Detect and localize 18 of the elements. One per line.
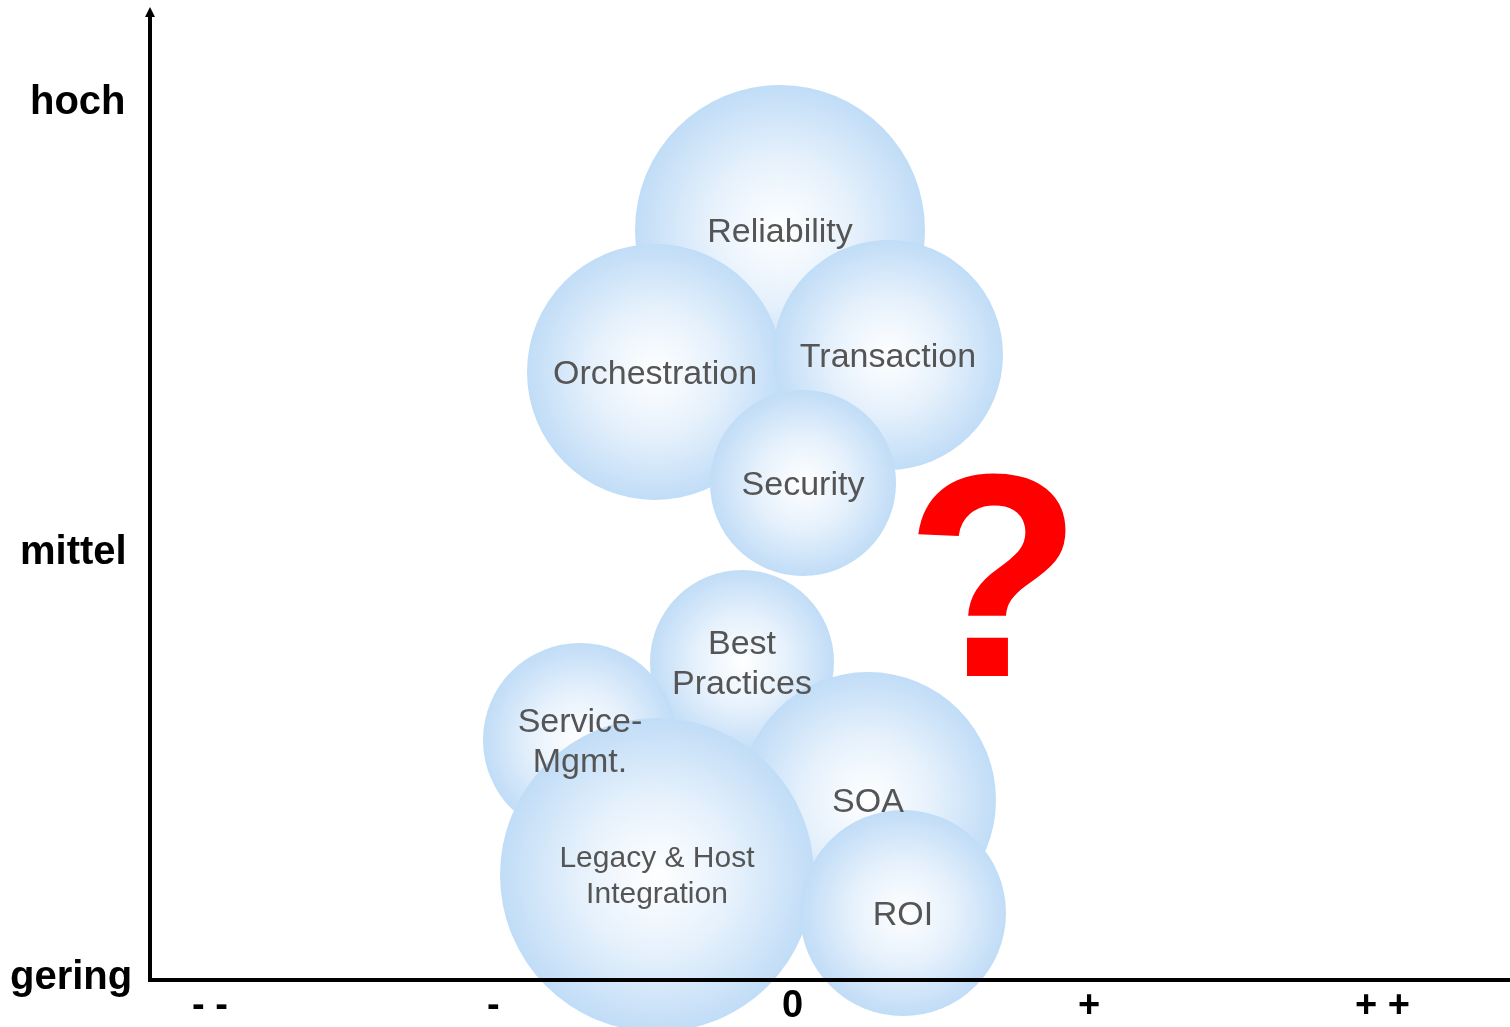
bubble-label: Reliability — [706, 210, 854, 250]
axis-tick-label: + + — [1355, 985, 1410, 1023]
bubble-label: Best Practices — [671, 622, 813, 702]
bubble-label: Legacy & Host Integration — [558, 839, 756, 911]
bubble-label: Service- Mgmt. — [516, 700, 644, 780]
bubble-label: ROI — [871, 893, 935, 933]
axis-tick-label: + — [1078, 985, 1101, 1023]
axis-label: mittel — [20, 530, 127, 570]
axis-tick-label: - - — [192, 985, 228, 1023]
axis-tick-label: 0 — [782, 985, 804, 1023]
question-mark: ? — [905, 430, 1083, 720]
bubble-label: Orchestration — [551, 352, 759, 392]
bubble-label: SOA — [831, 780, 905, 820]
bubble-label: Transaction — [798, 335, 978, 375]
axis-label: hoch — [30, 80, 126, 120]
bubble-label: Security — [740, 463, 866, 503]
axis-label: gering — [10, 955, 133, 995]
axis-tick-label: - — [487, 985, 500, 1023]
